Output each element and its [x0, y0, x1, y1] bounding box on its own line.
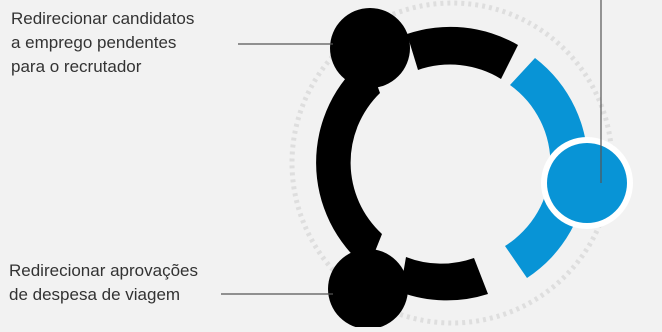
callout-top-line-3: para o recrutador — [11, 57, 142, 76]
dark-ring-top-arc — [407, 26, 518, 79]
node-bottom-left — [328, 249, 408, 329]
callout-bottom-line-1: Redirecionar aprovações — [9, 261, 198, 280]
dark-ring-segment — [316, 57, 382, 269]
dark-ring-bottom-arc — [400, 257, 488, 301]
callout-bottom: Redirecionar aprovações de despesa de vi… — [9, 259, 198, 307]
callout-top-line-1: Redirecionar candidatos — [11, 9, 195, 28]
callout-top-line-2: a emprego pendentes — [11, 33, 177, 52]
node-top-left — [330, 8, 410, 88]
callout-bottom-line-2: de despesa de viagem — [9, 285, 181, 304]
callout-top: Redirecionar candidatos a emprego penden… — [11, 7, 194, 79]
node-right — [547, 143, 627, 223]
